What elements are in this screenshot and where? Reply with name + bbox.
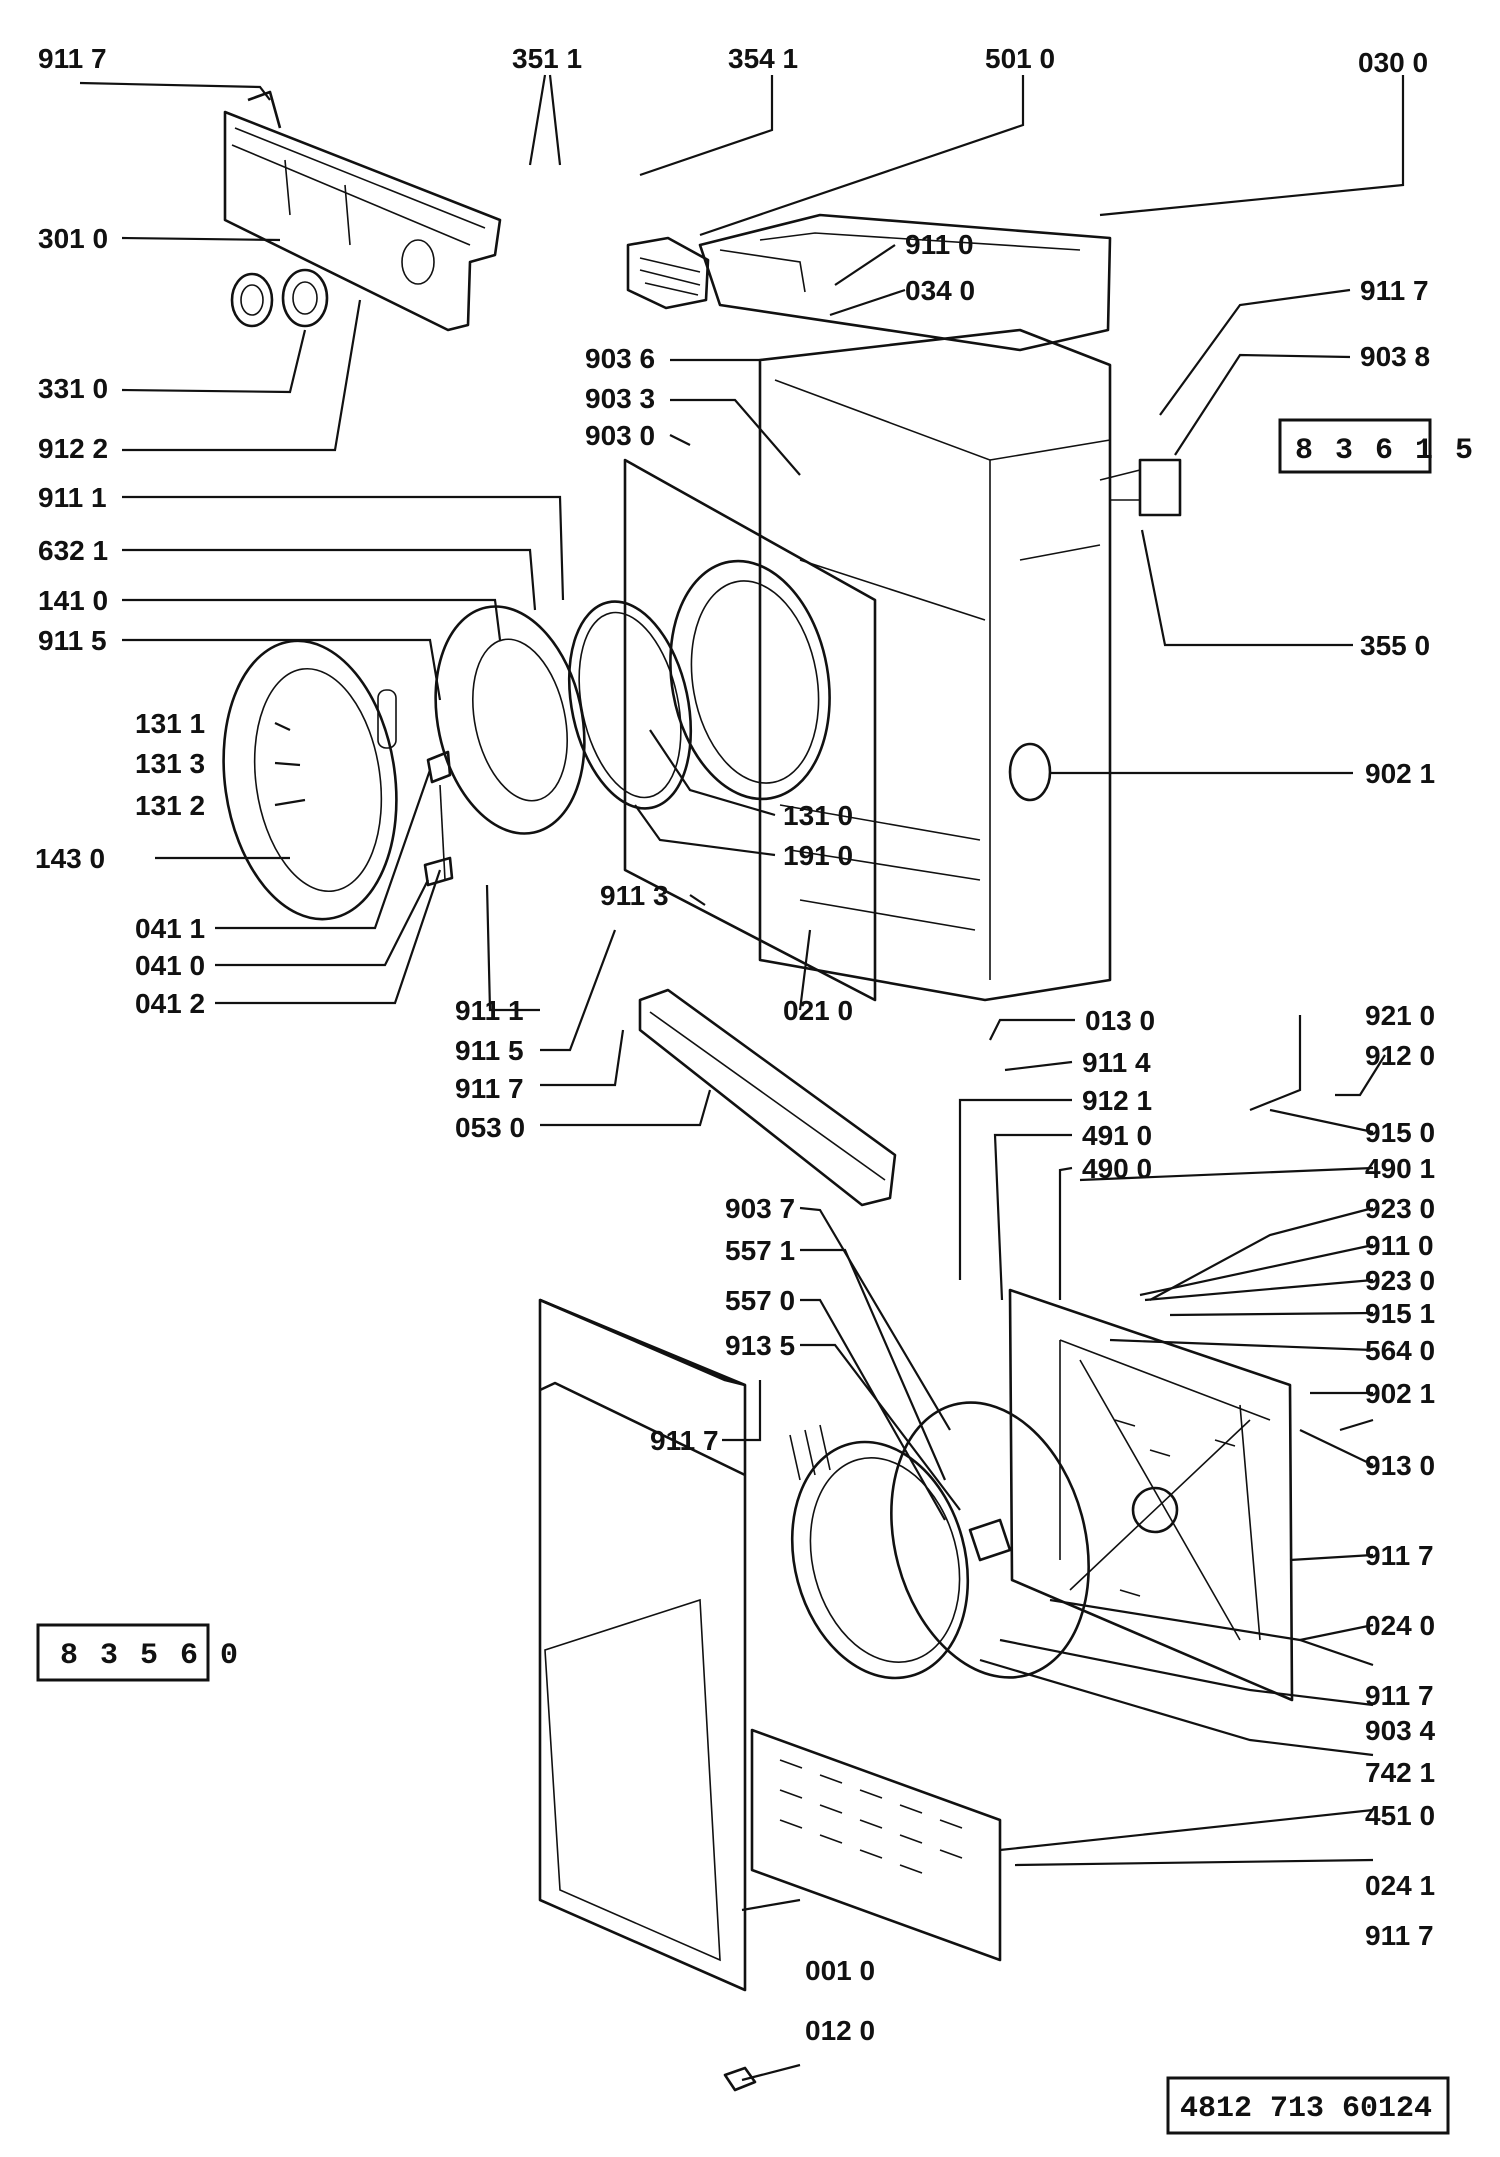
label-911-7: 911 7 <box>38 43 107 74</box>
label-915-0: 915 0 <box>1365 1117 1435 1148</box>
top-plate <box>539 1298 746 1387</box>
label-911-5: 911 5 <box>38 625 107 656</box>
label-024-0: 024 0 <box>1365 1610 1435 1641</box>
label-911-7: 911 7 <box>650 1425 719 1456</box>
label-564-0: 564 0 <box>1365 1335 1435 1366</box>
label-911-5: 911 5 <box>455 1035 524 1066</box>
cabinet-frame <box>758 328 1112 1002</box>
label-923-0: 923 0 <box>1365 1193 1435 1224</box>
label-141-0: 141 0 <box>38 585 108 616</box>
thermostat-block <box>1099 458 1182 517</box>
reference-code-lower: 8 3 5 6 0 <box>60 1639 240 1673</box>
label-742-1: 742 1 <box>1365 1757 1435 1788</box>
label-903-4: 903 4 <box>1365 1715 1435 1746</box>
leader-lines <box>79 74 1405 2082</box>
door-inner <box>434 605 586 835</box>
document-number-box: 4812 713 60124 <box>1166 2076 1450 2135</box>
label-355-0: 355 0 <box>1360 630 1430 661</box>
label-191-0: 191 0 <box>783 840 853 871</box>
label-911-7: 911 7 <box>1365 1540 1434 1571</box>
document-number: 4812 713 60124 <box>1180 2092 1432 2126</box>
label-903-0: 903 0 <box>585 420 655 451</box>
label-041-2: 041 2 <box>135 988 205 1019</box>
label-041-0: 041 0 <box>135 950 205 981</box>
timer-switch <box>626 236 710 310</box>
rear-cover <box>750 1728 1002 1962</box>
label-001-0: 001 0 <box>805 1955 875 1986</box>
label-490-1: 490 1 <box>1365 1153 1435 1184</box>
door-switch <box>1008 742 1052 802</box>
label-131-1: 131 1 <box>135 708 205 739</box>
label-912-2: 912 2 <box>38 433 108 464</box>
label-557-1: 557 1 <box>725 1235 795 1266</box>
label-913-5: 913 5 <box>725 1330 795 1361</box>
label-902-1: 902 1 <box>1365 1378 1435 1409</box>
label-911-1: 911 1 <box>455 995 524 1026</box>
label-501-0: 501 0 <box>985 43 1055 74</box>
label-557-0: 557 0 <box>725 1285 795 1316</box>
label-041-1: 041 1 <box>135 913 205 944</box>
label-912-1: 912 1 <box>1082 1085 1152 1116</box>
reference-box-upper: 8 3 6 1 5 <box>1278 418 1475 474</box>
label-911-7: 911 7 <box>455 1073 524 1104</box>
label-013-0: 013 0 <box>1085 1005 1155 1036</box>
label-301-0: 301 0 <box>38 223 108 254</box>
label-024-1: 024 1 <box>1365 1870 1435 1901</box>
label-903-6: 903 6 <box>585 343 655 374</box>
hinge-parts <box>423 750 454 887</box>
label-351-1: 351 1 <box>512 43 582 74</box>
label-911-0: 911 0 <box>1365 1230 1434 1261</box>
label-034-0: 034 0 <box>905 275 975 306</box>
label-143-0: 143 0 <box>35 843 105 874</box>
label-354-1: 354 1 <box>728 43 798 74</box>
door-seal <box>567 600 693 810</box>
label-451-0: 451 0 <box>1365 1800 1435 1831</box>
control-panel-fascia <box>223 90 502 332</box>
label-911-1: 911 1 <box>38 482 107 513</box>
label-912-0: 912 0 <box>1365 1040 1435 1071</box>
label-915-1: 915 1 <box>1365 1298 1435 1329</box>
label-331-0: 331 0 <box>38 373 108 404</box>
label-911-3: 911 3 <box>600 880 669 911</box>
top-cover <box>698 213 1112 352</box>
label-911-7: 911 7 <box>1360 275 1429 306</box>
outer-cabinet <box>538 1298 747 1992</box>
label-490-0: 490 0 <box>1082 1153 1152 1184</box>
drum-rear-plate <box>890 1401 1090 1679</box>
label-902-1: 902 1 <box>1365 758 1435 789</box>
reference-box-lower: 8 3 5 6 0 <box>36 1623 240 1682</box>
label-903-7: 903 7 <box>725 1193 795 1224</box>
heater-element <box>789 1424 970 1680</box>
lint-filter <box>638 988 897 1207</box>
label-021-0: 021 0 <box>783 995 853 1026</box>
control-knobs <box>230 268 329 328</box>
label-491-0: 491 0 <box>1082 1120 1152 1151</box>
label-131-0: 131 0 <box>783 800 853 831</box>
label-903-3: 903 3 <box>585 383 655 414</box>
label-921-0: 921 0 <box>1365 1000 1435 1031</box>
door-outer <box>222 639 398 921</box>
label-903-8: 903 8 <box>1360 341 1430 372</box>
label-923-0: 923 0 <box>1365 1265 1435 1296</box>
label-131-3: 131 3 <box>135 748 205 779</box>
label-911-4: 911 4 <box>1082 1047 1151 1078</box>
reference-code-upper: 8 3 6 1 5 <box>1295 434 1475 468</box>
label-911-0: 911 0 <box>905 229 974 260</box>
label-131-2: 131 2 <box>135 790 205 821</box>
label-913-0: 913 0 <box>1365 1450 1435 1481</box>
label-030-0: 030 0 <box>1358 47 1428 78</box>
foot <box>723 2066 757 2092</box>
label-012-0: 012 0 <box>805 2015 875 2046</box>
label-053-0: 053 0 <box>455 1112 525 1143</box>
label-911-7: 911 7 <box>1365 1920 1434 1951</box>
part-labels: 911 7 351 1 354 1 501 0 030 0 301 0 911 … <box>35 43 1435 2046</box>
label-911-7: 911 7 <box>1365 1680 1434 1711</box>
label-632-1: 632 1 <box>38 535 108 566</box>
front-panel <box>623 458 877 1002</box>
rear-panel <box>1008 1288 1294 1702</box>
